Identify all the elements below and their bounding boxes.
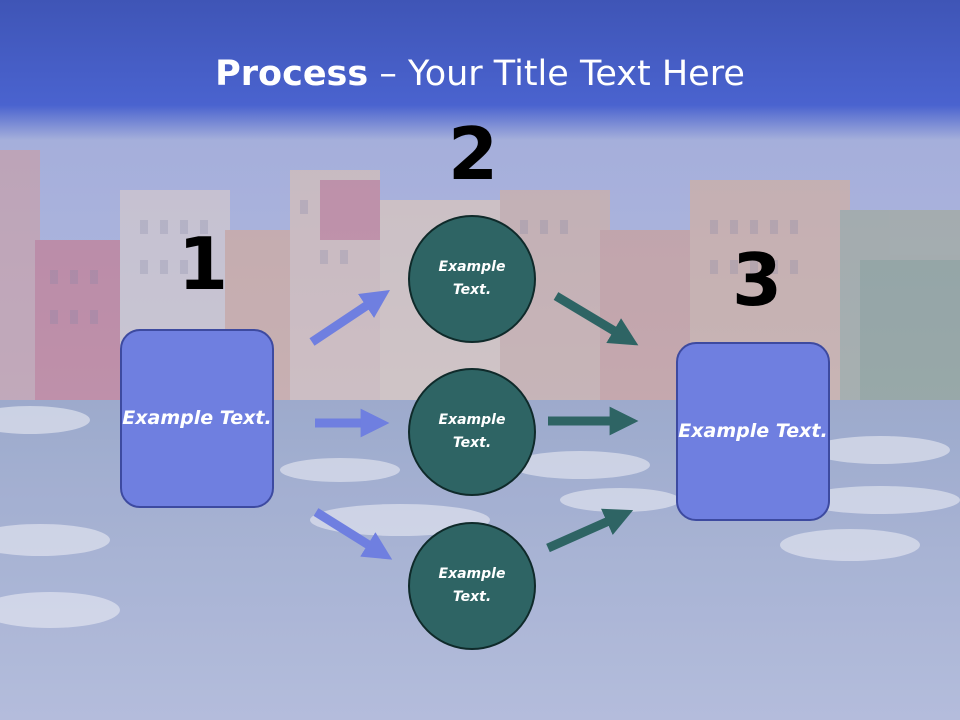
arrow-to-top-circle [309,290,390,346]
step-number-2: 2 [448,112,499,196]
page-title: Process – Your Title Text Here [0,52,960,96]
process-circle-top: Example Text. [408,215,536,343]
arrow-from-bottom-circle [546,508,634,553]
output-box: Example Text. [676,342,830,521]
arrow-to-bottom-circle [313,508,393,560]
title-rest: – Your Title Text Here [368,54,745,94]
process-circle-bottom: Example Text. [408,522,536,650]
input-box: Example Text. [120,329,274,508]
step-number-3: 3 [732,238,783,322]
process-circle-middle: Example Text. [408,368,536,496]
arrow-from-top-circle [553,292,639,346]
title-bold: Process [215,54,369,94]
title-band [0,0,960,140]
step-number-1: 1 [178,222,229,306]
